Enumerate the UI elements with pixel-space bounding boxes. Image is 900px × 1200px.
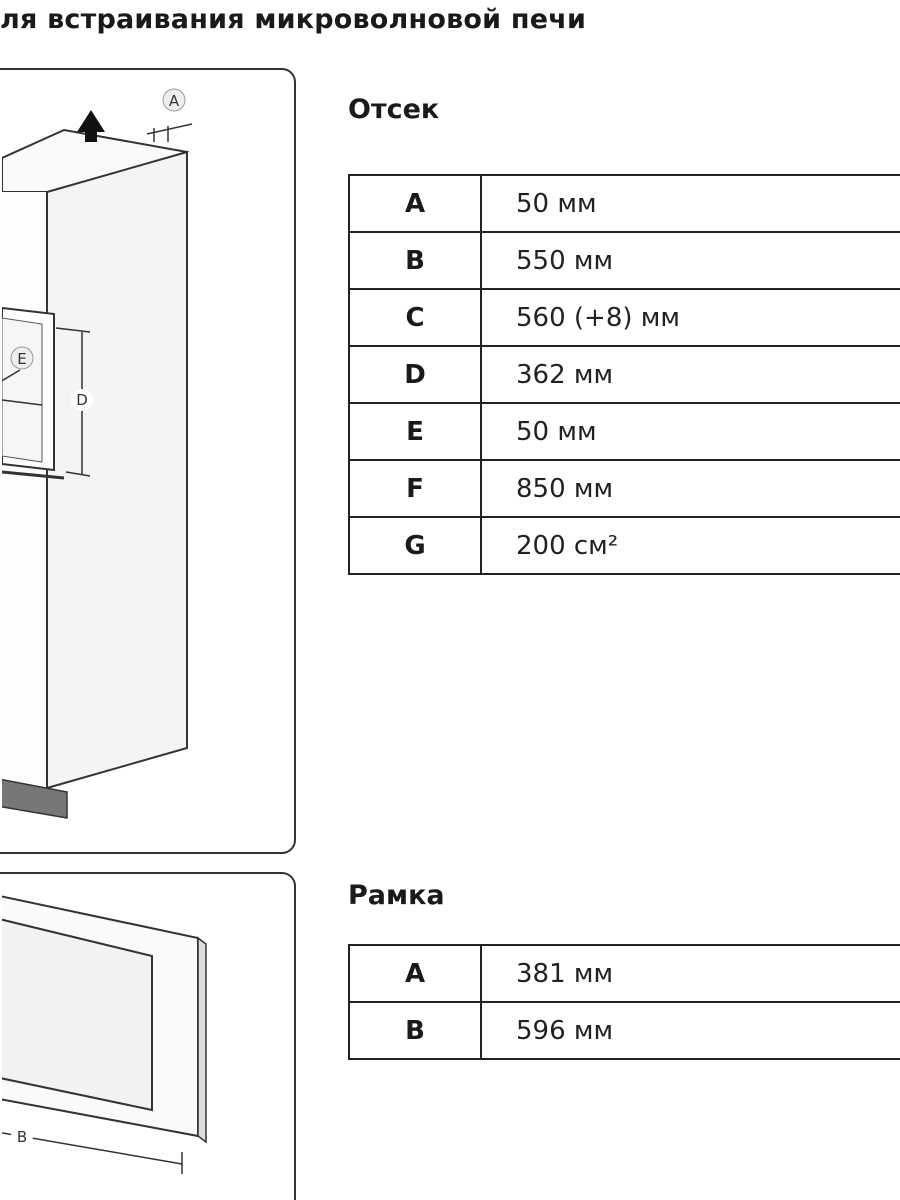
niche-bottom-ledge (2, 470, 65, 480)
frame-table: A 381 мм B 596 мм (348, 944, 900, 1060)
label-e: E (17, 350, 26, 368)
label-d-badge (71, 389, 93, 411)
niche-inner (2, 317, 43, 463)
row-value: 560 (+8) мм (480, 288, 900, 347)
label-b: B (17, 1128, 27, 1146)
label-a: A (169, 92, 180, 110)
table-row: B 596 мм (348, 1001, 900, 1060)
table-row: A 381 мм (348, 944, 900, 1003)
frame-diagram: B (2, 895, 207, 1174)
table-row: A 50 мм (348, 174, 900, 233)
row-value: 50 мм (480, 174, 900, 233)
label-b-badge (11, 1125, 33, 1147)
label-d: D (76, 391, 88, 409)
row-key: A (348, 944, 482, 1003)
row-key: B (348, 1001, 482, 1060)
row-key: C (348, 288, 482, 347)
page-title: ля встраивания микроволновой печи (0, 4, 587, 35)
row-value: 362 мм (480, 345, 900, 404)
up-arrow-icon (77, 110, 105, 142)
table-row: C 560 (+8) мм (348, 288, 900, 347)
dim-a-line (146, 123, 193, 135)
dim-d-bottom-tick (65, 471, 91, 477)
niche-shelf-line (2, 399, 43, 406)
row-value: 381 мм (480, 944, 900, 1003)
dim-d-top-tick (55, 327, 91, 333)
compartment-title: Отсек (348, 94, 440, 125)
cabinet-plinth (2, 778, 68, 819)
table-row: E 50 мм (348, 402, 900, 461)
row-key: A (348, 174, 482, 233)
cabinet-diagram-panel: A E C D (0, 68, 296, 854)
dim-b-line (2, 1132, 183, 1165)
cabinet-front-face (2, 192, 47, 792)
table-row: G 200 см² (348, 516, 900, 575)
row-key: F (348, 459, 482, 518)
cabinet-side-face (46, 150, 188, 790)
compartment-table: A 50 мм B 550 мм C 560 (+8) мм D 362 мм … (348, 174, 900, 575)
frame-title: Рамка (348, 880, 445, 911)
label-a-badge (162, 88, 186, 112)
table-row: B 550 мм (348, 231, 900, 290)
frame-edge (197, 936, 207, 1144)
row-value: 596 мм (480, 1001, 900, 1060)
cabinet-diagram: A E C D (2, 88, 193, 819)
label-e-badge (10, 346, 34, 370)
row-key: E (348, 402, 482, 461)
frame-inner (2, 918, 153, 1112)
row-key: G (348, 516, 482, 575)
row-key: D (348, 345, 482, 404)
row-key: B (348, 231, 482, 290)
row-value: 550 мм (480, 231, 900, 290)
table-row: D 362 мм (348, 345, 900, 404)
row-value: 850 мм (480, 459, 900, 518)
dim-e-line (2, 369, 21, 382)
row-value: 50 мм (480, 402, 900, 461)
table-row: F 850 мм (348, 459, 900, 518)
frame-diagram-panel: B (0, 872, 296, 1200)
row-value: 200 см² (480, 516, 900, 575)
